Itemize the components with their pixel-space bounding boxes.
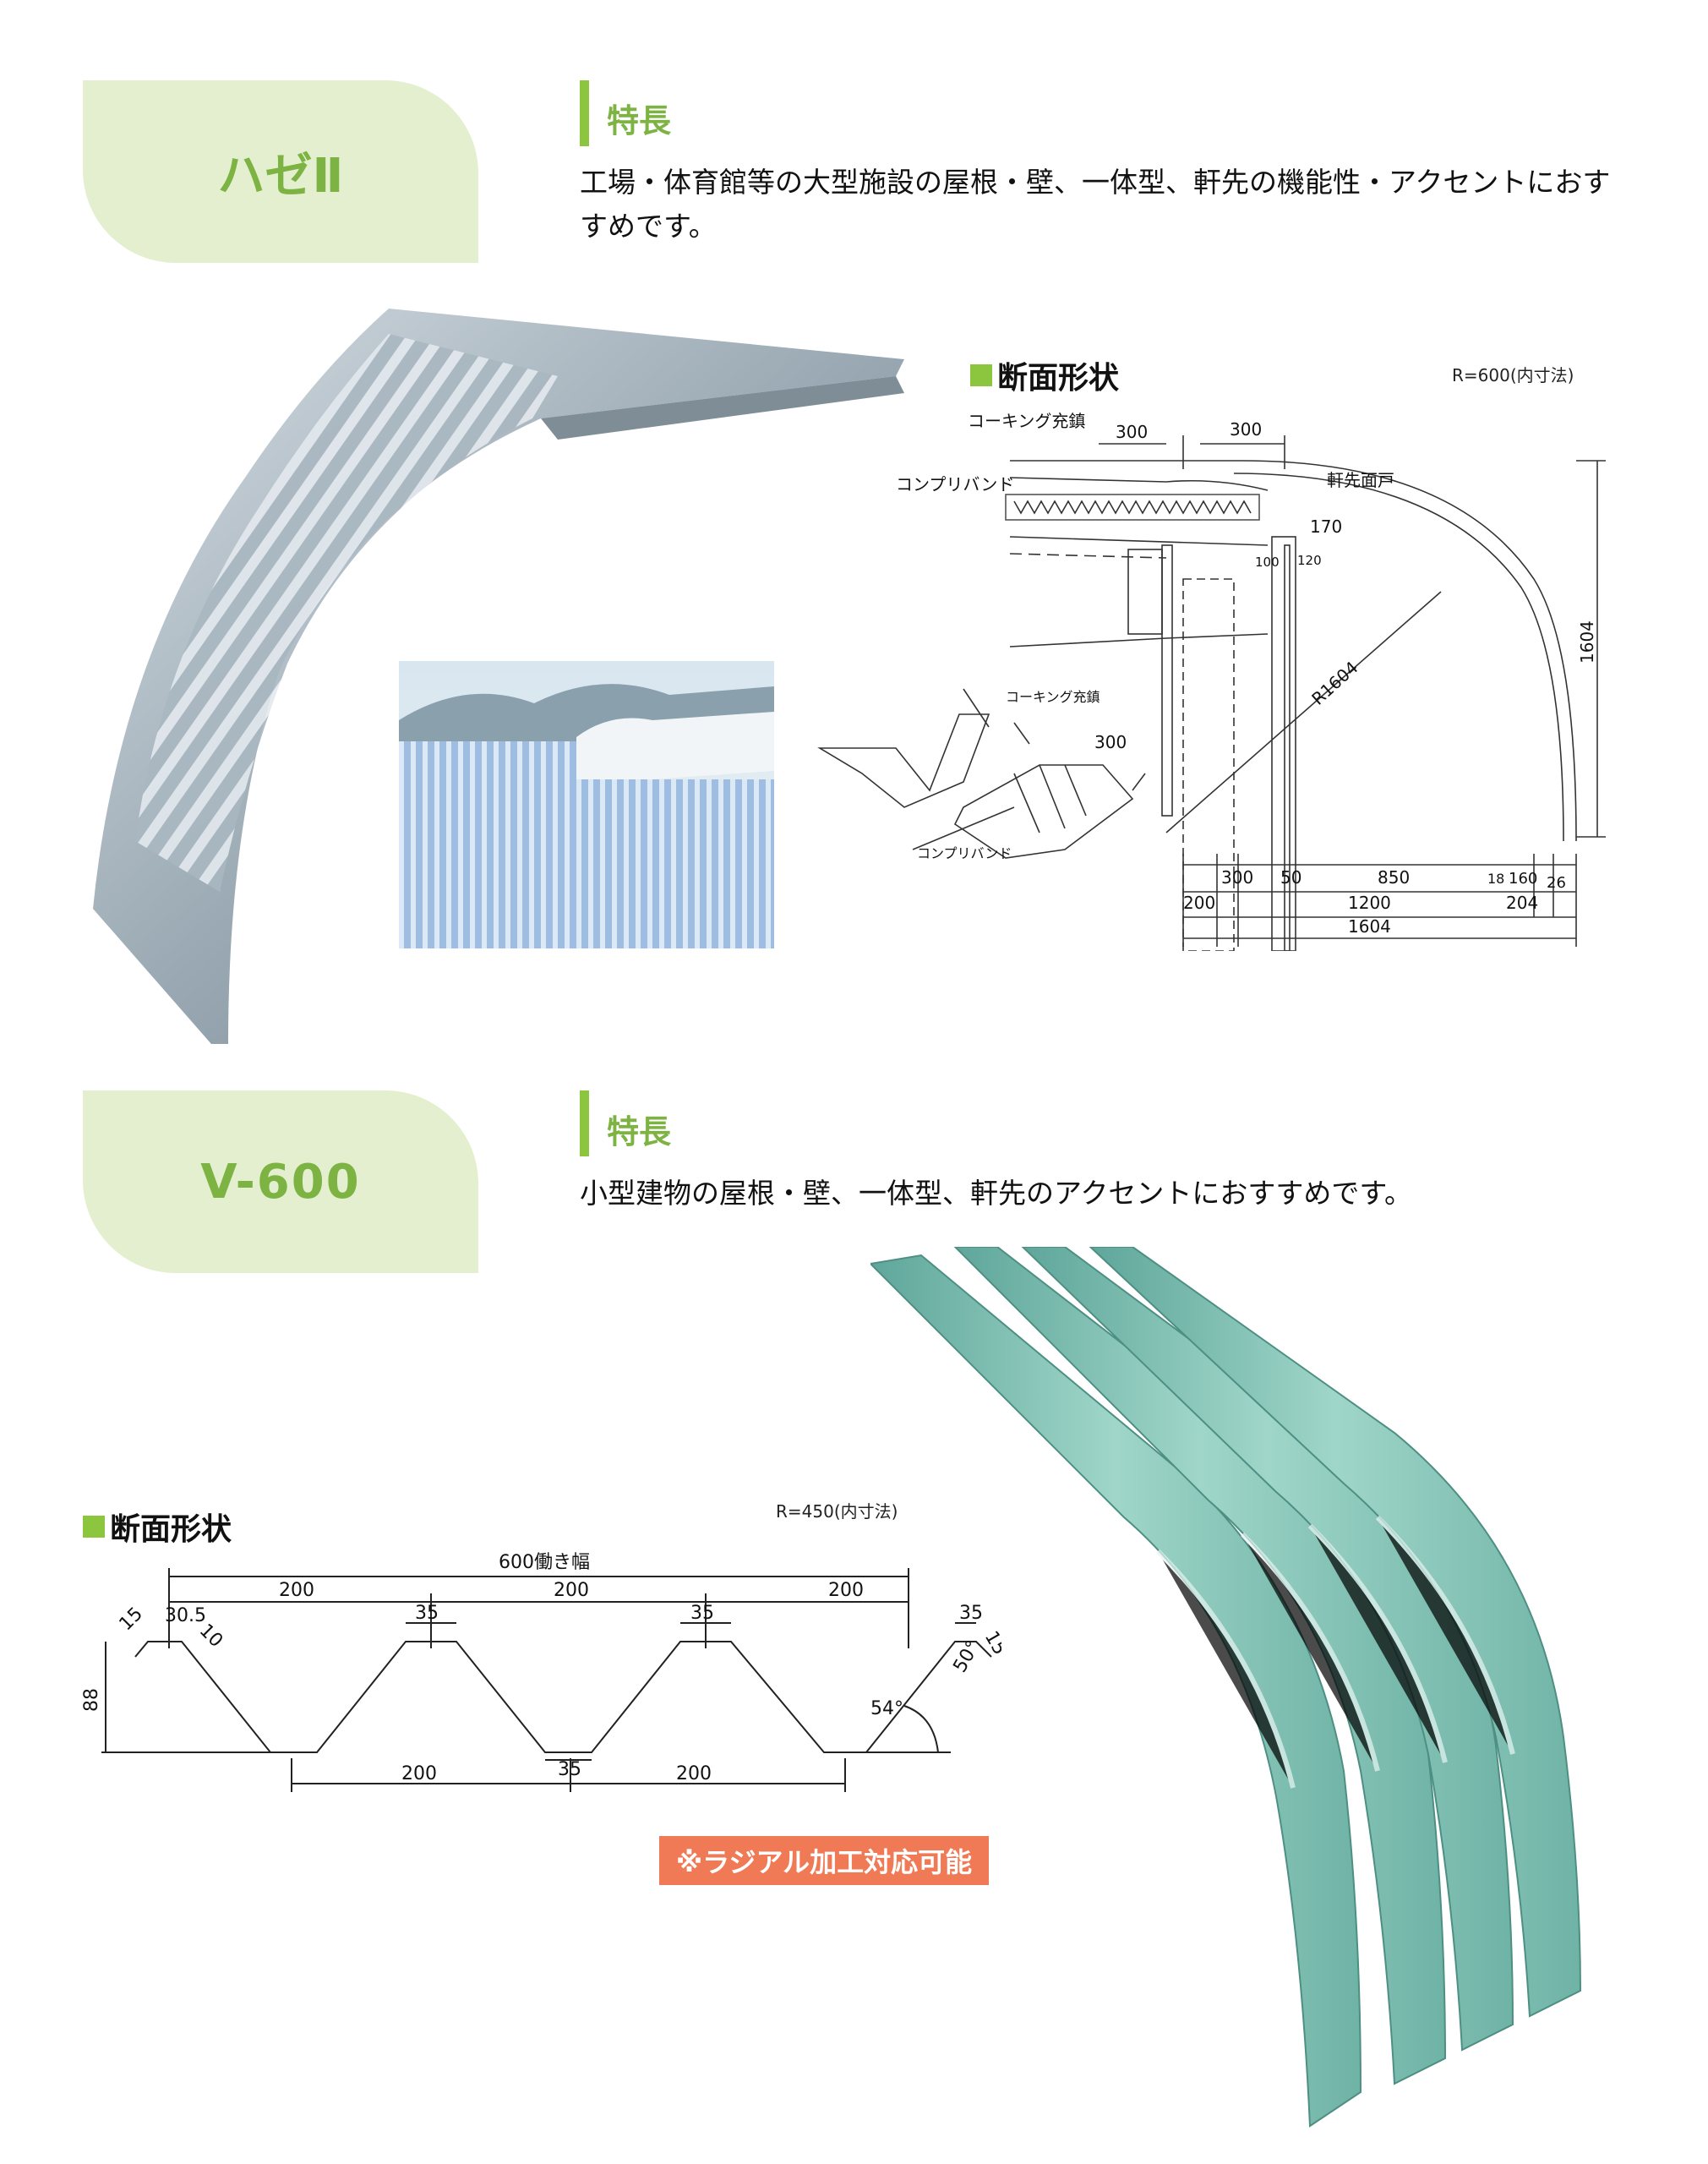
heading-square-icon [83, 1516, 105, 1538]
fascia-label: 軒先面戸 [1327, 470, 1394, 490]
dim-300a: 300 [1116, 422, 1148, 442]
radius-note: R=450(内寸法) [776, 1501, 898, 1522]
radius-note: R=600(内寸法) [1452, 365, 1574, 385]
feature-label: 特長 [607, 102, 672, 139]
dim-300b: 300 [1230, 419, 1262, 440]
dim-18: 18 [1487, 871, 1504, 887]
caulk-label-small: コーキング充鎮 [1006, 689, 1100, 705]
band-label: コンプリバンド [896, 474, 1014, 495]
dim-1604-horizontal: 1604 [1348, 916, 1391, 937]
dim-15-left: 15 [116, 1604, 147, 1635]
feature-description: 工場・体育館等の大型施設の屋根・壁、一体型、軒先の機能性・アクセントにおすすめで… [580, 166, 1611, 243]
dim-r1604: R1604 [1307, 658, 1361, 709]
radial-processing-badge: ※ラジアル加工対応可能 [659, 1836, 990, 1885]
dim-200-1: 200 [279, 1580, 314, 1601]
haze2-roof-closeup-photo [399, 661, 774, 948]
dim-300c: 300 [1094, 732, 1127, 752]
dim-200-bottom-1: 200 [401, 1763, 437, 1784]
dim-200-3: 200 [828, 1580, 864, 1601]
dim-204: 204 [1506, 893, 1538, 913]
dim-200: 200 [1183, 893, 1215, 913]
product-name: ハゼⅡ [217, 148, 344, 204]
dim-30-5: 30.5 [165, 1605, 206, 1626]
dim-200-bottom-2: 200 [676, 1763, 712, 1784]
feature-label: 特長 [607, 1113, 672, 1150]
dim-300d: 300 [1221, 867, 1253, 888]
feature-accent-bar [580, 1090, 589, 1156]
heading-square-icon [970, 364, 992, 386]
dim-35-1: 35 [415, 1603, 439, 1624]
dim-1604-vertical: 1604 [1577, 620, 1597, 664]
dim-1200: 1200 [1348, 893, 1391, 913]
section-heading-cross-section: 断面形状 [83, 1505, 232, 1549]
dim-26: 26 [1547, 874, 1566, 892]
feature-accent-bar [580, 80, 589, 146]
section-heading-text: 断面形状 [110, 1512, 232, 1547]
dim-50: 50 [1280, 867, 1301, 888]
dim-35-3: 35 [959, 1603, 983, 1624]
dim-35-bottom: 35 [558, 1759, 581, 1780]
dim-54-deg: 54° [870, 1698, 903, 1719]
feature-description: 小型建物の屋根・壁、一体型、軒先のアクセントにおすすめです。 [580, 1177, 1413, 1210]
haze2-cross-section-diagram: コーキング充鎮 コンプリバンド 軒先面戸 300 300 170 100 120… [817, 411, 1606, 951]
working-width: 600働き幅 [499, 1552, 590, 1573]
v600-cross-section-diagram: 600働き幅 200 200 200 15 30.5 10 35 35 35 1… [81, 1552, 1001, 1792]
dim-200-2: 200 [554, 1580, 589, 1601]
product-name: V-600 [200, 1154, 361, 1210]
dim-100: 100 [1255, 555, 1280, 570]
dim-850: 850 [1378, 867, 1410, 888]
haze2-curved-panel-photo [93, 309, 904, 1044]
band-label-small: コンプリバンド [917, 845, 1012, 861]
dim-88: 88 [81, 1688, 102, 1712]
product-tag-haze2: ハゼⅡ [83, 80, 478, 263]
v600-curved-panel-photo [870, 1247, 1582, 2128]
dim-15-right: 15 [980, 1628, 1001, 1659]
dim-160: 160 [1509, 870, 1537, 888]
caulk-label: コーキング充鎮 [968, 411, 1085, 431]
dim-170: 170 [1310, 516, 1342, 537]
section-heading-cross-section: 断面形状 [970, 353, 1119, 397]
product-tag-v600: V-600 [83, 1090, 478, 1273]
dim-120: 120 [1297, 553, 1322, 568]
section-heading-text: 断面形状 [997, 361, 1120, 396]
dim-35-2: 35 [690, 1603, 714, 1624]
